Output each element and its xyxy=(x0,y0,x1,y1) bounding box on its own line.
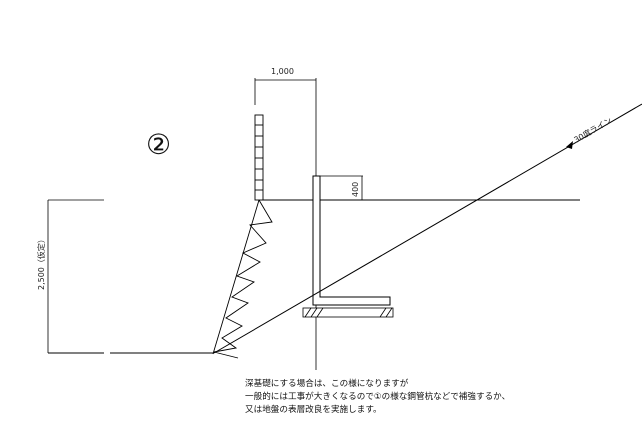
width-dimension xyxy=(254,78,317,105)
depth-dimension-label: 2,500（仮定） xyxy=(36,235,46,290)
note-line-2: 一般的には工事が大きくなるので①の様な鋼管杭などで補強するか、 xyxy=(245,392,511,402)
note-line-1: 深基礎にする場合は、この様になりますが xyxy=(245,379,409,389)
thirty-degree-arrow xyxy=(566,141,573,149)
height-dimension-label: 400 xyxy=(351,182,360,197)
thirty-degree-label: 30度ライン xyxy=(572,115,614,145)
note-line-3: 又は地盤の表層改良を実施します。 xyxy=(245,405,382,415)
explanation-note: 深基礎にする場合は、この様になりますが 一般的には工事が大きくなるので①の様な鋼… xyxy=(245,378,635,417)
slope-edge xyxy=(212,199,260,355)
section-marker: ② xyxy=(146,128,171,161)
width-dimension-label: 1,000 xyxy=(271,67,294,76)
base-slab xyxy=(302,307,394,318)
height-dimension xyxy=(320,175,363,200)
block-wall xyxy=(254,114,264,201)
slope-zigzag xyxy=(213,199,273,359)
depth-dimension xyxy=(47,199,104,353)
